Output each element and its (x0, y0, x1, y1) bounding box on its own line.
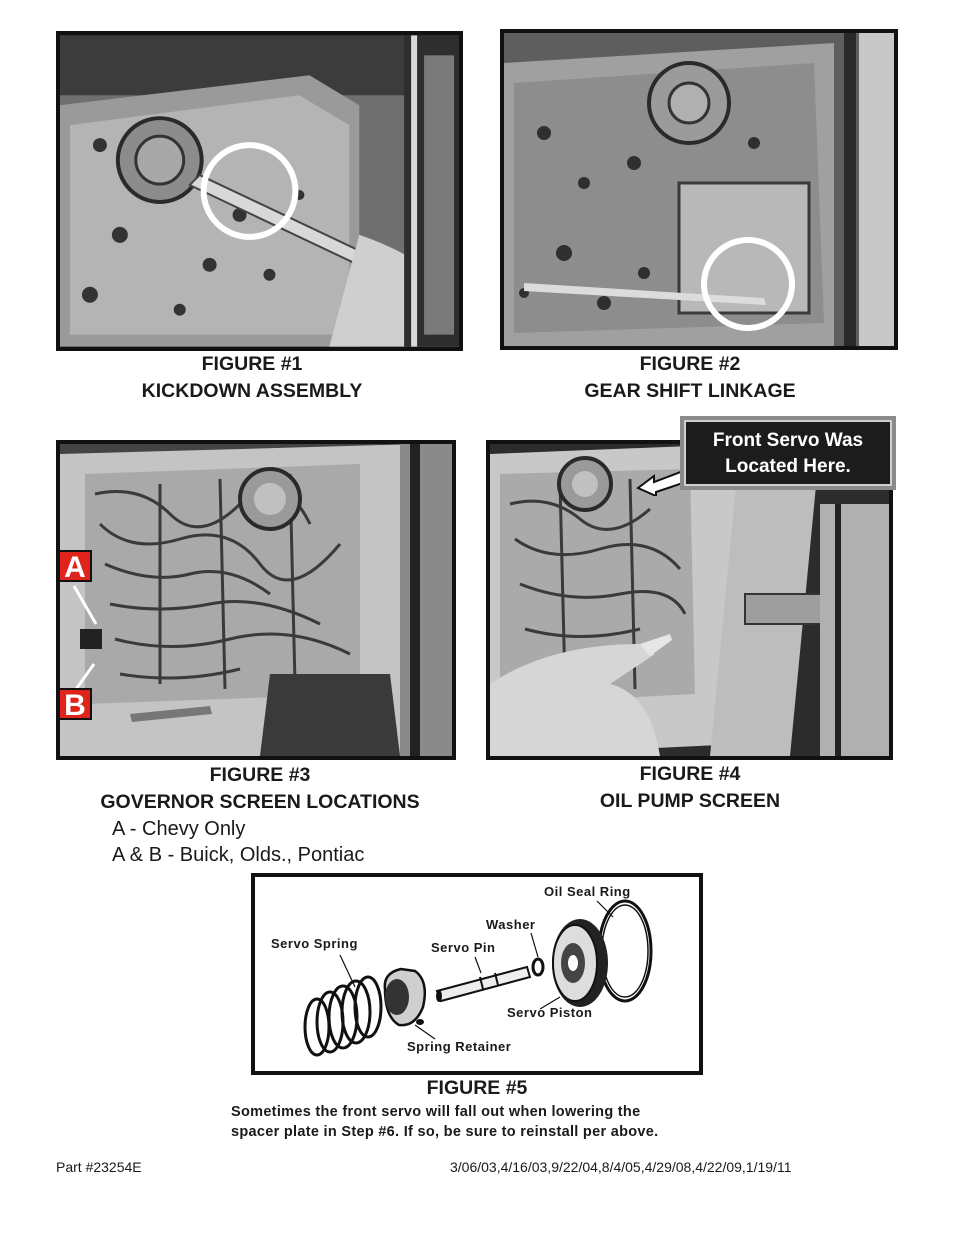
figure-1-caption: FIGURE #1 KICKDOWN ASSEMBLY (56, 351, 448, 405)
highlight-circle (200, 142, 299, 240)
marker-a: A (58, 550, 92, 584)
footer-part-number: Part #23254E (56, 1159, 142, 1175)
figure-3-photo (56, 440, 456, 760)
pointer-b (72, 663, 96, 693)
marker-b: B (58, 688, 92, 722)
label-washer: Washer (486, 917, 536, 932)
front-servo-callout: Front Servo Was Located Here. (680, 416, 896, 490)
figure-2-caption: FIGURE #2 GEAR SHIFT LINKAGE (500, 351, 880, 405)
pointer-a (72, 585, 98, 625)
figure-4-caption: FIGURE #4 OIL PUMP SCREEN (486, 761, 894, 815)
washer-icon (531, 957, 545, 977)
spring-retainer-icon (383, 967, 426, 1027)
label-servo-piston: Servo Piston (507, 1005, 593, 1020)
oil-pump-screen-illustration (490, 444, 889, 756)
label-oil-seal-ring: Oil Seal Ring (544, 884, 631, 899)
figure-1-number: FIGURE #1 (201, 353, 303, 375)
figure-3-number: FIGURE #3 (209, 764, 311, 786)
figure-3-caption: FIGURE #3 GOVERNOR SCREEN LOCATIONS (60, 762, 460, 816)
figure-2-title: GEAR SHIFT LINKAGE (584, 380, 796, 402)
figure-3-note-buick: A & B - Buick, Olds., Pontiac (112, 844, 365, 866)
figure-2-number: FIGURE #2 (639, 353, 741, 375)
label-servo-pin: Servo Pin (431, 940, 496, 955)
figure-1-title: KICKDOWN ASSEMBLY (141, 380, 363, 402)
figure-3-note-chevy: A - Chevy Only (112, 818, 246, 840)
footer-revision-dates: 3/06/03,4/16/03,9/22/04,8/4/05,4/29/08,4… (450, 1159, 792, 1175)
figure-5-note-line-1: Sometimes the front servo will fall out … (231, 1104, 641, 1120)
figure-3-title: GOVERNOR SCREEN LOCATIONS (100, 791, 420, 813)
figure-5-servo-diagram: Oil Seal Ring Washer Servo Spring Servo … (251, 873, 703, 1075)
servo-pin-icon (435, 965, 532, 1003)
figure-5-note: Sometimes the front servo will fall out … (231, 1102, 751, 1142)
figure-4-title: OIL PUMP SCREEN (599, 790, 781, 812)
figure-4-photo (486, 440, 893, 760)
figure-4-number: FIGURE #4 (639, 763, 741, 785)
figure-5-note-line-2: spacer plate in Step #6. If so, be sure … (231, 1124, 659, 1140)
governor-screen-illustration (60, 444, 452, 756)
highlight-circle (701, 237, 795, 331)
label-spring-retainer: Spring Retainer (407, 1039, 512, 1054)
figure-5-caption: FIGURE #5 (376, 1075, 578, 1102)
figure-2-photo (500, 29, 898, 350)
gear-shift-linkage-illustration (504, 33, 894, 346)
callout-line-1: Front Servo Was (712, 430, 864, 451)
servo-exploded-view (303, 899, 653, 1057)
figure-1-photo (56, 31, 463, 351)
callout-line-2: Located Here. (725, 456, 851, 477)
label-servo-spring: Servo Spring (271, 936, 358, 951)
figure-5-number: FIGURE #5 (426, 1077, 528, 1099)
servo-spring-icon (303, 975, 383, 1057)
kickdown-photo-illustration (60, 35, 459, 347)
